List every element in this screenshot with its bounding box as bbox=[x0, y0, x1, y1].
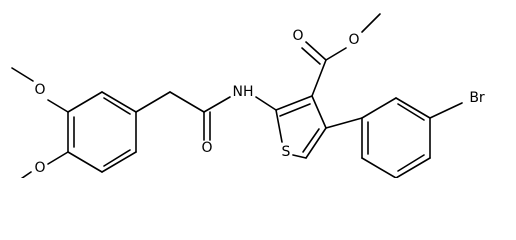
bond-ring2-inner-1 bbox=[397, 103, 425, 121]
bond-carbonyl-nh bbox=[203, 96, 231, 113]
bond-ring1-inner-2 bbox=[103, 149, 131, 167]
structure-diagram: O O NH O S O O Br bbox=[11, 13, 485, 178]
bond-ring2-inner-2 bbox=[397, 154, 425, 172]
atom-label-o-ester-carbonyl: O bbox=[292, 28, 303, 44]
atom-label-br: Br bbox=[469, 90, 485, 106]
bond-ring1-e bbox=[101, 91, 137, 113]
bond-thio-s-c2 bbox=[275, 109, 283, 143]
bond-ring2-a bbox=[361, 97, 397, 119]
bond-nh-thiophene bbox=[255, 96, 277, 111]
atom-label-s-thiophene: S bbox=[282, 144, 291, 160]
bond-c4-ring2 bbox=[325, 117, 363, 129]
bond-ester-co-2 bbox=[301, 47, 321, 65]
bond-ring1-ch2 bbox=[135, 91, 171, 113]
bond-methyl-top bbox=[11, 67, 34, 82]
bond-thio-c3-c4 bbox=[311, 95, 327, 129]
atom-label-layer: O O NH O S O O Br bbox=[34, 28, 484, 176]
bond-thio-c2-c3 bbox=[275, 95, 313, 111]
bond-thio-c4-c5-inner bbox=[302, 128, 320, 153]
molecule-canvas: O O NH O S O O Br bbox=[11, 13, 485, 178]
bond-methoxy-bottom-o-ring bbox=[47, 151, 69, 165]
bond-methyl-bottom bbox=[20, 171, 32, 178]
bond-ring1-b bbox=[67, 151, 103, 173]
bond-thio-c2-c3-inner bbox=[279, 103, 311, 117]
bond-ring2-d bbox=[395, 157, 431, 178]
bond-layer bbox=[11, 13, 463, 178]
bond-thio-c4-c5 bbox=[305, 127, 327, 159]
atom-label-o-methoxy-bottom: O bbox=[34, 160, 45, 176]
bond-ester-co-1 bbox=[305, 41, 327, 61]
bond-ring1-f bbox=[67, 91, 103, 113]
atom-label-nh: NH bbox=[233, 84, 254, 100]
bond-ch2-carbonyl bbox=[169, 91, 205, 113]
bond-ester-o-methyl bbox=[361, 13, 381, 33]
bond-ring2-br bbox=[429, 102, 463, 119]
bond-ring1-inner-3 bbox=[103, 97, 131, 115]
atom-label-o-amide: O bbox=[201, 140, 212, 156]
atom-label-o-ester: O bbox=[348, 32, 359, 48]
atom-label-o-methoxy-top: O bbox=[34, 82, 45, 98]
bond-methoxy-top-o-ring bbox=[47, 99, 69, 113]
bond-ring1-c bbox=[101, 151, 137, 173]
bond-ring2-e bbox=[361, 157, 397, 178]
bond-ester-c-o bbox=[325, 47, 347, 61]
bond-c3-ester-c bbox=[311, 59, 327, 97]
bond-ring2-b bbox=[395, 97, 431, 119]
bond-thio-c5-s bbox=[292, 154, 307, 159]
